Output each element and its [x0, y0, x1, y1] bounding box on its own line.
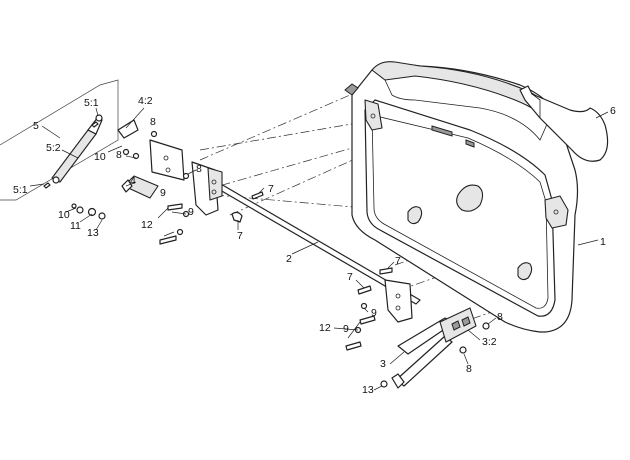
callout-8-right-b: 8	[466, 363, 472, 375]
callouts: 5 5:1 5:2 5:1 4:2 8 10 8 8 4 10 11 13 9 …	[13, 95, 616, 396]
callout-7-right-b: 7	[347, 271, 353, 283]
callout-1: 1	[600, 236, 606, 248]
callout-5: 5	[33, 120, 39, 132]
callout-3: 3	[380, 358, 386, 370]
callout-3-2: 3:2	[482, 336, 497, 348]
bracket-part-4	[117, 119, 185, 199]
callout-5-1-bottom: 5:1	[13, 184, 28, 196]
callout-13-right: 13	[362, 384, 374, 396]
hinge-bracket-left	[191, 161, 223, 216]
callout-8-left: 8	[116, 149, 122, 161]
callout-7-upper: 7	[268, 183, 274, 195]
gas-strut-part-5	[0, 79, 119, 201]
cover-part-6	[519, 85, 609, 162]
callout-12-left: 12	[141, 219, 153, 231]
callout-4-2: 4:2	[138, 95, 153, 107]
hinge-bracket-right	[384, 279, 413, 323]
lever-part-3	[391, 307, 477, 389]
callout-8-right-a: 8	[497, 311, 503, 323]
callout-10-bottom: 10	[58, 209, 70, 221]
callout-9-right-b: 9	[343, 323, 349, 335]
callout-9-left-b: 9	[188, 206, 194, 218]
callout-8-bracket: 8	[196, 163, 202, 175]
callout-11: 11	[70, 220, 81, 232]
callout-8-top: 8	[150, 116, 156, 128]
panel-frame-part-1	[344, 61, 579, 333]
callout-5-1-top: 5:1	[84, 97, 99, 109]
callout-2: 2	[286, 253, 292, 265]
callout-9-left-a: 9	[160, 187, 166, 199]
callout-5-2: 5:2	[46, 142, 61, 154]
callout-12-right: 12	[319, 322, 331, 334]
leader-lines	[29, 107, 609, 391]
callout-7-right-a: 7	[395, 255, 401, 267]
fasteners	[71, 130, 490, 388]
callout-13-left: 13	[87, 227, 99, 239]
callout-4: 4	[130, 175, 136, 187]
callout-9-right-a: 9	[371, 307, 377, 319]
callout-10-top: 10	[94, 151, 106, 163]
callout-7-mid: 7	[237, 230, 243, 242]
callout-6: 6	[610, 105, 616, 117]
